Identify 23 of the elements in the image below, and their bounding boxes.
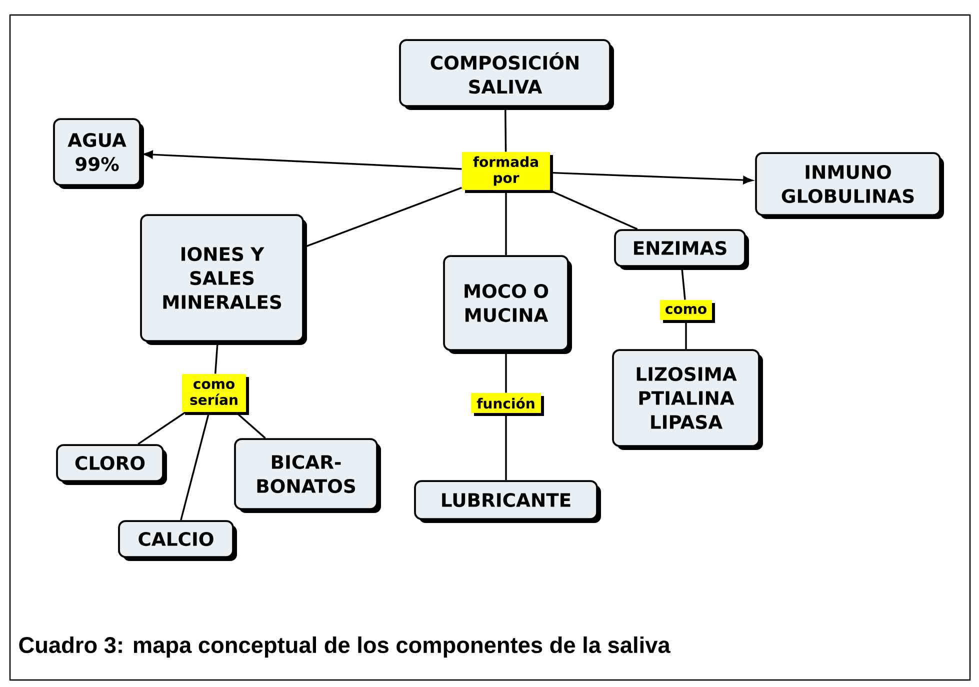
linking-phrase: como	[660, 300, 715, 323]
linking-phrase: formada por	[462, 152, 553, 193]
concept-box: CLORO	[56, 444, 167, 485]
linking-phrase: como serían	[182, 374, 249, 415]
concept-box: ENZIMAS	[614, 229, 749, 270]
connector-line	[180, 412, 210, 520]
linking-phrase: función	[471, 393, 544, 416]
concept-box: INMUNO GLOBULINAS	[755, 152, 944, 219]
concept-box: LIZOSIMA PTIALINA LIPASA	[612, 349, 763, 450]
concept-box: AGUA 99%	[53, 118, 144, 189]
arrow	[550, 172, 752, 184]
concept-box: COMPOSICIÓN SALIVA	[399, 39, 614, 110]
caption: Cuadro 3: mapa conceptual de los componentes de la saliva	[19, 636, 670, 658]
concept-box: MOCO O MUCINA	[443, 255, 572, 354]
connector-line	[685, 320, 687, 350]
connector-line	[505, 413, 507, 480]
connector-line	[138, 412, 186, 445]
concept-box: LUBRICANTE	[414, 480, 601, 523]
concept-box: IONES Y SALES MINERALES	[140, 214, 307, 345]
arrow	[144, 150, 462, 170]
concept-box: BICAR- BONATOS	[234, 438, 381, 513]
concept-box: CALCIO	[118, 520, 237, 561]
connector-line	[505, 190, 507, 256]
